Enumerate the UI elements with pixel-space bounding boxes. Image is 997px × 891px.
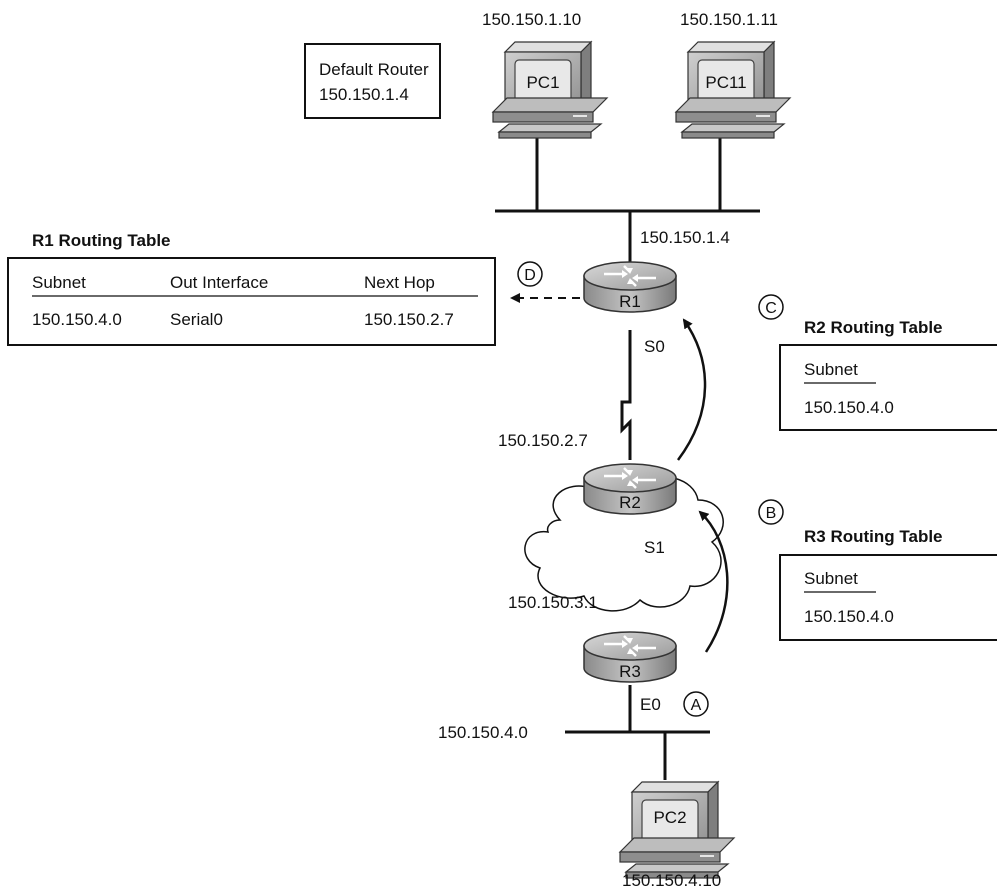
step-marker-c-letter: C — [765, 300, 777, 317]
pc-pc2: PC2 — [619, 781, 735, 879]
router-r2-label: R2 — [619, 493, 641, 512]
step-marker-a-letter: A — [691, 697, 702, 714]
r1-lan-ip: 150.150.1.4 — [640, 228, 730, 247]
r2-s1-label: S1 — [644, 538, 665, 557]
step-marker-b-letter: B — [766, 505, 777, 522]
pc2-ip: 150.150.4.10 — [622, 871, 721, 890]
update-arrow-r3-to-r2 — [698, 510, 729, 653]
r1-table-title: R1 Routing Table — [32, 231, 171, 250]
r1-s0-label: S0 — [644, 337, 665, 356]
pc-pc11: PC11 — [675, 41, 791, 139]
default-router-title: Default Router — [319, 60, 429, 79]
r1-header-out-interface: Out Interface — [170, 273, 268, 292]
pc1-ip: 150.150.1.10 — [482, 10, 581, 29]
r2-serial-ip: 150.150.2.7 — [498, 431, 588, 450]
r3-wan-ip: 150.150.3.1 — [508, 593, 598, 612]
r1-header-next-hop: Next Hop — [364, 273, 435, 292]
pc-pc1: PC1 — [492, 41, 608, 139]
update-arrow-r2-to-r1 — [676, 318, 707, 461]
step-marker-a: A — [683, 691, 709, 717]
pc11-ip: 150.150.1.11 — [680, 10, 778, 29]
r1-row-next-hop: 150.150.2.7 — [364, 310, 454, 329]
r3-lan-subnet: 150.150.4.0 — [438, 723, 528, 742]
pc1-label: PC1 — [526, 73, 559, 92]
step-marker-d: D — [517, 261, 543, 287]
router-r1-label: R1 — [619, 292, 641, 311]
r3-routing-table — [779, 554, 997, 641]
r2-header-subnet: Subnet — [804, 360, 858, 379]
router-r3: R3 — [582, 630, 678, 684]
r3-table-title: R3 Routing Table — [804, 527, 943, 546]
router-r2: R2 — [582, 462, 678, 516]
r3-row-subnet: 150.150.4.0 — [804, 607, 894, 626]
serial-link-r1-r2 — [620, 330, 632, 460]
step-marker-b: B — [758, 499, 784, 525]
r2-routing-table — [779, 344, 997, 431]
default-router-box — [304, 43, 441, 119]
pc11-label: PC11 — [705, 73, 746, 92]
r1-row-out-interface: Serial0 — [170, 310, 223, 329]
pc2-label: PC2 — [653, 808, 686, 827]
r3-header-subnet: Subnet — [804, 569, 858, 588]
r1-routing-table — [7, 257, 496, 346]
r1-header-subnet: Subnet — [32, 273, 86, 292]
r3-e0-label: E0 — [640, 695, 661, 714]
r2-table-title: R2 Routing Table — [804, 318, 943, 337]
router-r3-label: R3 — [619, 662, 641, 681]
default-router-ip: 150.150.1.4 — [319, 85, 409, 104]
r2-row-subnet: 150.150.4.0 — [804, 398, 894, 417]
step-marker-c: C — [758, 294, 784, 320]
r1-row-subnet: 150.150.4.0 — [32, 310, 122, 329]
step-marker-d-letter: D — [524, 267, 536, 284]
router-r1: R1 — [582, 260, 678, 314]
